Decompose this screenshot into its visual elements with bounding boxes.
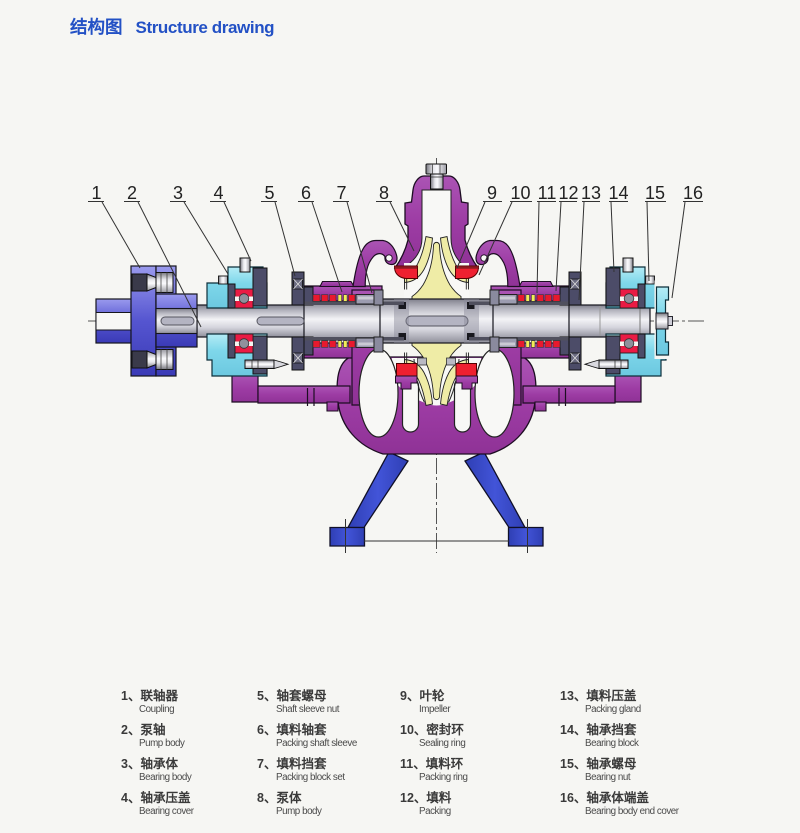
svg-text:1: 1	[91, 183, 101, 203]
svg-text:4: 4	[213, 183, 223, 203]
svg-text:5: 5	[264, 183, 274, 203]
svg-text:2: 2	[127, 183, 137, 203]
svg-text:8: 8	[379, 183, 389, 203]
svg-text:6: 6	[301, 183, 311, 203]
svg-text:9: 9	[487, 183, 497, 203]
svg-text:7: 7	[336, 183, 346, 203]
svg-text:15: 15	[645, 183, 665, 203]
svg-text:3: 3	[173, 183, 183, 203]
svg-text:16: 16	[683, 183, 703, 203]
svg-text:11: 11	[538, 183, 557, 203]
svg-text:10: 10	[510, 183, 530, 203]
svg-text:12: 12	[558, 183, 578, 203]
svg-text:14: 14	[608, 183, 628, 203]
svg-text:13: 13	[581, 183, 601, 203]
